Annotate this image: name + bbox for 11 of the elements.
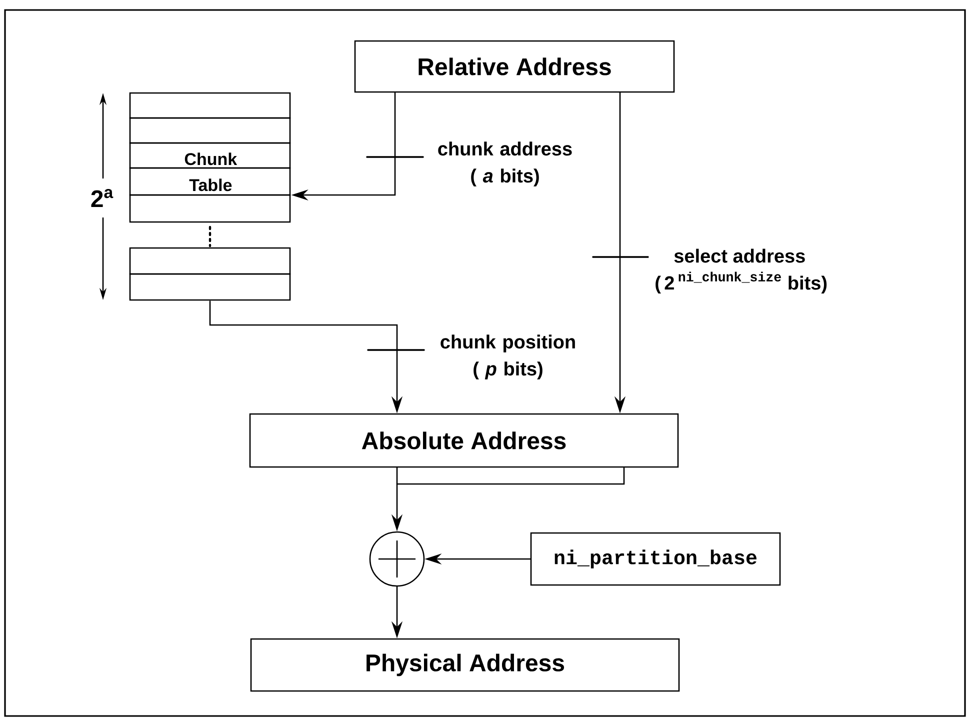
chunk-table: Chunk Table [129,92,291,301]
node-label: Chunk [184,152,238,166]
edge-label: chunk position ( p bits) [436,334,580,380]
edge-label: chunk address ( a bits) [433,140,577,188]
edge-label: $\begin{array}{l}\quad\text{select address}\\\text{(\,2\,}^{\texttt{ni\_chunk\_size}}\ \text{bits)}\end{array}$ [648,242,834,299]
register-box: Relative Address [354,40,675,93]
adder-circle [369,531,425,587]
register-box: Physical Address [250,638,680,692]
dimension-label: 2$^{a}$ [91,188,114,208]
register-box: Absolute Address [249,413,679,468]
register-box: ni_partition_base [530,532,781,586]
